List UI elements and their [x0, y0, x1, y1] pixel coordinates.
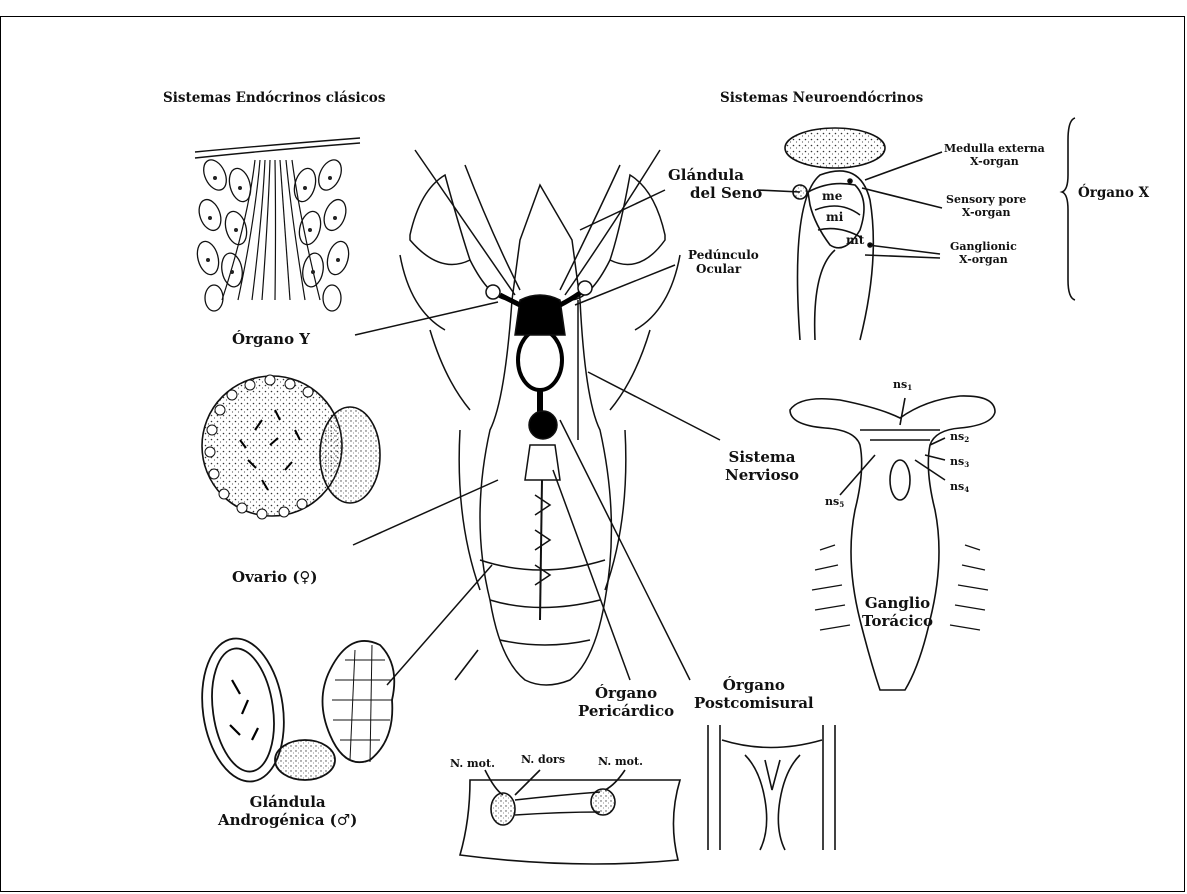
label-ns3-sub: 3: [964, 460, 969, 469]
label-organo-postcomisural-line1: Órgano: [694, 676, 814, 694]
label-glandula-seno-line1: Glándula: [668, 166, 762, 184]
label-peduncul-ocular: Pedúnculo Ocular: [688, 248, 759, 277]
label-ganglionic: Ganglionic X-organ: [950, 240, 1017, 266]
label-ndors: N. dors: [521, 753, 565, 766]
label-organo-pericardico-line2: Pericárdico: [578, 702, 674, 720]
label-sistema-nervioso: Sistema Nervioso: [725, 448, 799, 484]
label-ganglio-toracico-line2: Torácico: [862, 612, 933, 630]
label-ganglionic-line1: Ganglionic: [950, 240, 1017, 253]
heading-classic-endocrine: Sistemas Endócrinos clásicos: [163, 90, 385, 106]
label-peduncul-ocular-line2: Ocular: [688, 262, 759, 276]
label-sensory-line2: X-organ: [946, 206, 1026, 219]
crayfish-illustration: [400, 150, 680, 685]
label-sistema-nervioso-line2: Nervioso: [725, 466, 799, 484]
label-ns2-text: ns: [950, 430, 964, 443]
label-ns3: ns3: [950, 455, 969, 469]
label-glandula-androgenica-line1: Glándula: [218, 793, 357, 811]
label-ns2: ns2: [950, 430, 969, 444]
postcommissural-organ-illustration: [708, 725, 835, 850]
label-ns4-sub: 4: [964, 485, 969, 494]
label-medulla-line1: Medulla externa: [944, 142, 1045, 155]
label-ns1: ns1: [893, 378, 912, 392]
label-glandula-seno: Glándula del Seno: [668, 166, 762, 202]
label-ns1-sub: 1: [907, 383, 912, 392]
label-ns5-text: ns: [825, 495, 839, 508]
label-organo-pericardico: Órgano Pericárdico: [578, 684, 674, 720]
label-ns4-text: ns: [950, 480, 964, 493]
label-sensory-pore: Sensory pore X-organ: [946, 193, 1026, 219]
label-glandula-seno-line2: del Seno: [668, 184, 762, 202]
organ-y-illustration: [194, 138, 360, 311]
label-nmot-right: N. mot.: [598, 755, 643, 768]
label-organo-postcomisural: Órgano Postcomisural: [694, 676, 814, 712]
label-ns3-text: ns: [950, 455, 964, 468]
label-organo-x: Órgano X: [1078, 185, 1149, 201]
label-ns5: ns5: [825, 495, 844, 509]
label-organo-y: Órgano Y: [232, 330, 310, 348]
androgenic-gland-illustration: [193, 633, 394, 787]
label-glandula-androgenica: Glándula Androgénica (♂): [218, 793, 357, 829]
label-ganglio-toracico-line1: Ganglio: [862, 594, 933, 612]
label-organo-pericardico-line1: Órgano: [578, 684, 674, 702]
label-ganglio-toracico: Ganglio Torácico: [862, 594, 933, 630]
label-ganglionic-line2: X-organ: [950, 253, 1017, 266]
label-organo-postcomisural-line2: Postcomisural: [694, 694, 814, 712]
label-nmot-left: N. mot.: [450, 757, 495, 770]
label-ns5-sub: 5: [839, 500, 844, 509]
ovary-illustration: [202, 375, 380, 519]
label-sistema-nervioso-line1: Sistema: [725, 448, 799, 466]
label-medulla-line2: X-organ: [944, 155, 1045, 168]
label-sensory-line1: Sensory pore: [946, 193, 1026, 206]
label-ns4: ns4: [950, 480, 969, 494]
heading-neuroendocrine: Sistemas Neuroendócrinos: [720, 90, 923, 106]
label-medulla-externa: Medulla externa X-organ: [944, 142, 1045, 168]
label-glandula-androgenica-line2: Androgénica (♂): [218, 811, 357, 829]
label-mt: mt: [846, 233, 864, 247]
label-peduncul-ocular-line1: Pedúnculo: [688, 248, 759, 262]
label-mi: mi: [826, 210, 843, 224]
label-ns2-sub: 2: [964, 435, 969, 444]
label-ovario: Ovario (♀): [232, 568, 318, 586]
label-ns1-text: ns: [893, 378, 907, 391]
label-me: me: [822, 189, 842, 203]
